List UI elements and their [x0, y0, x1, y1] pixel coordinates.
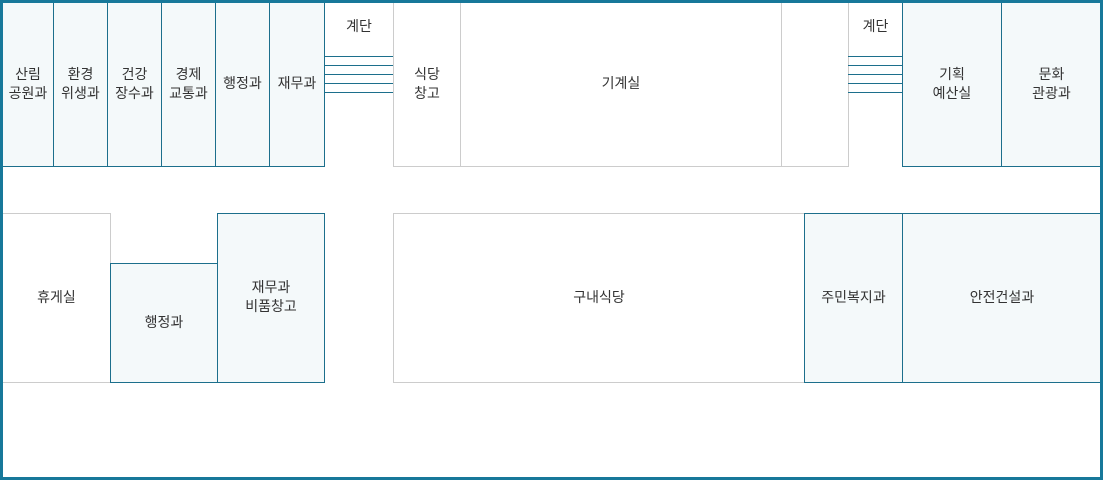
- room-unlabeled[interactable]: [781, 3, 849, 167]
- room-lounge[interactable]: 휴게실: [3, 213, 111, 383]
- stair-step: [848, 83, 903, 84]
- stair-step: [848, 92, 903, 93]
- stairs-left: 계단: [324, 3, 394, 167]
- stair-step: [848, 56, 903, 57]
- stair-step: [324, 74, 394, 75]
- room-machine-room[interactable]: 기계실: [460, 3, 782, 167]
- stair-step: [324, 92, 394, 93]
- stairs-label: 계단: [346, 19, 372, 35]
- room-administration-2[interactable]: 행정과: [110, 263, 218, 383]
- room-safety-construction[interactable]: 안전건설과: [902, 213, 1100, 383]
- room-cafeteria-storage[interactable]: 식당 창고: [393, 3, 461, 167]
- stairs-label: 계단: [862, 19, 889, 35]
- stair-step: [324, 83, 394, 84]
- stair-step: [848, 65, 903, 66]
- room-cafeteria[interactable]: 구내식당: [393, 213, 805, 383]
- room-finance[interactable]: 재무과: [269, 3, 325, 167]
- stairs-wall: [324, 3, 325, 167]
- room-planning-budget[interactable]: 기획 예산실: [902, 3, 1002, 167]
- room-administration[interactable]: 행정과: [215, 3, 270, 167]
- room-health-longevity[interactable]: 건강 장수과: [107, 3, 162, 167]
- stair-step: [324, 65, 394, 66]
- room-environment-sanitation[interactable]: 환경 위생과: [53, 3, 108, 167]
- stair-step: [848, 74, 903, 75]
- room-finance-storage[interactable]: 재무과 비품창고: [217, 213, 325, 383]
- stair-step: [324, 56, 394, 57]
- room-forest-parks[interactable]: 산림 공원과: [3, 3, 54, 167]
- stairs-right: 계단: [848, 3, 903, 167]
- room-resident-welfare[interactable]: 주민복지과: [804, 213, 903, 383]
- room-culture-tourism[interactable]: 문화 관광과: [1001, 3, 1100, 167]
- room-economy-transport[interactable]: 경제 교통과: [161, 3, 216, 167]
